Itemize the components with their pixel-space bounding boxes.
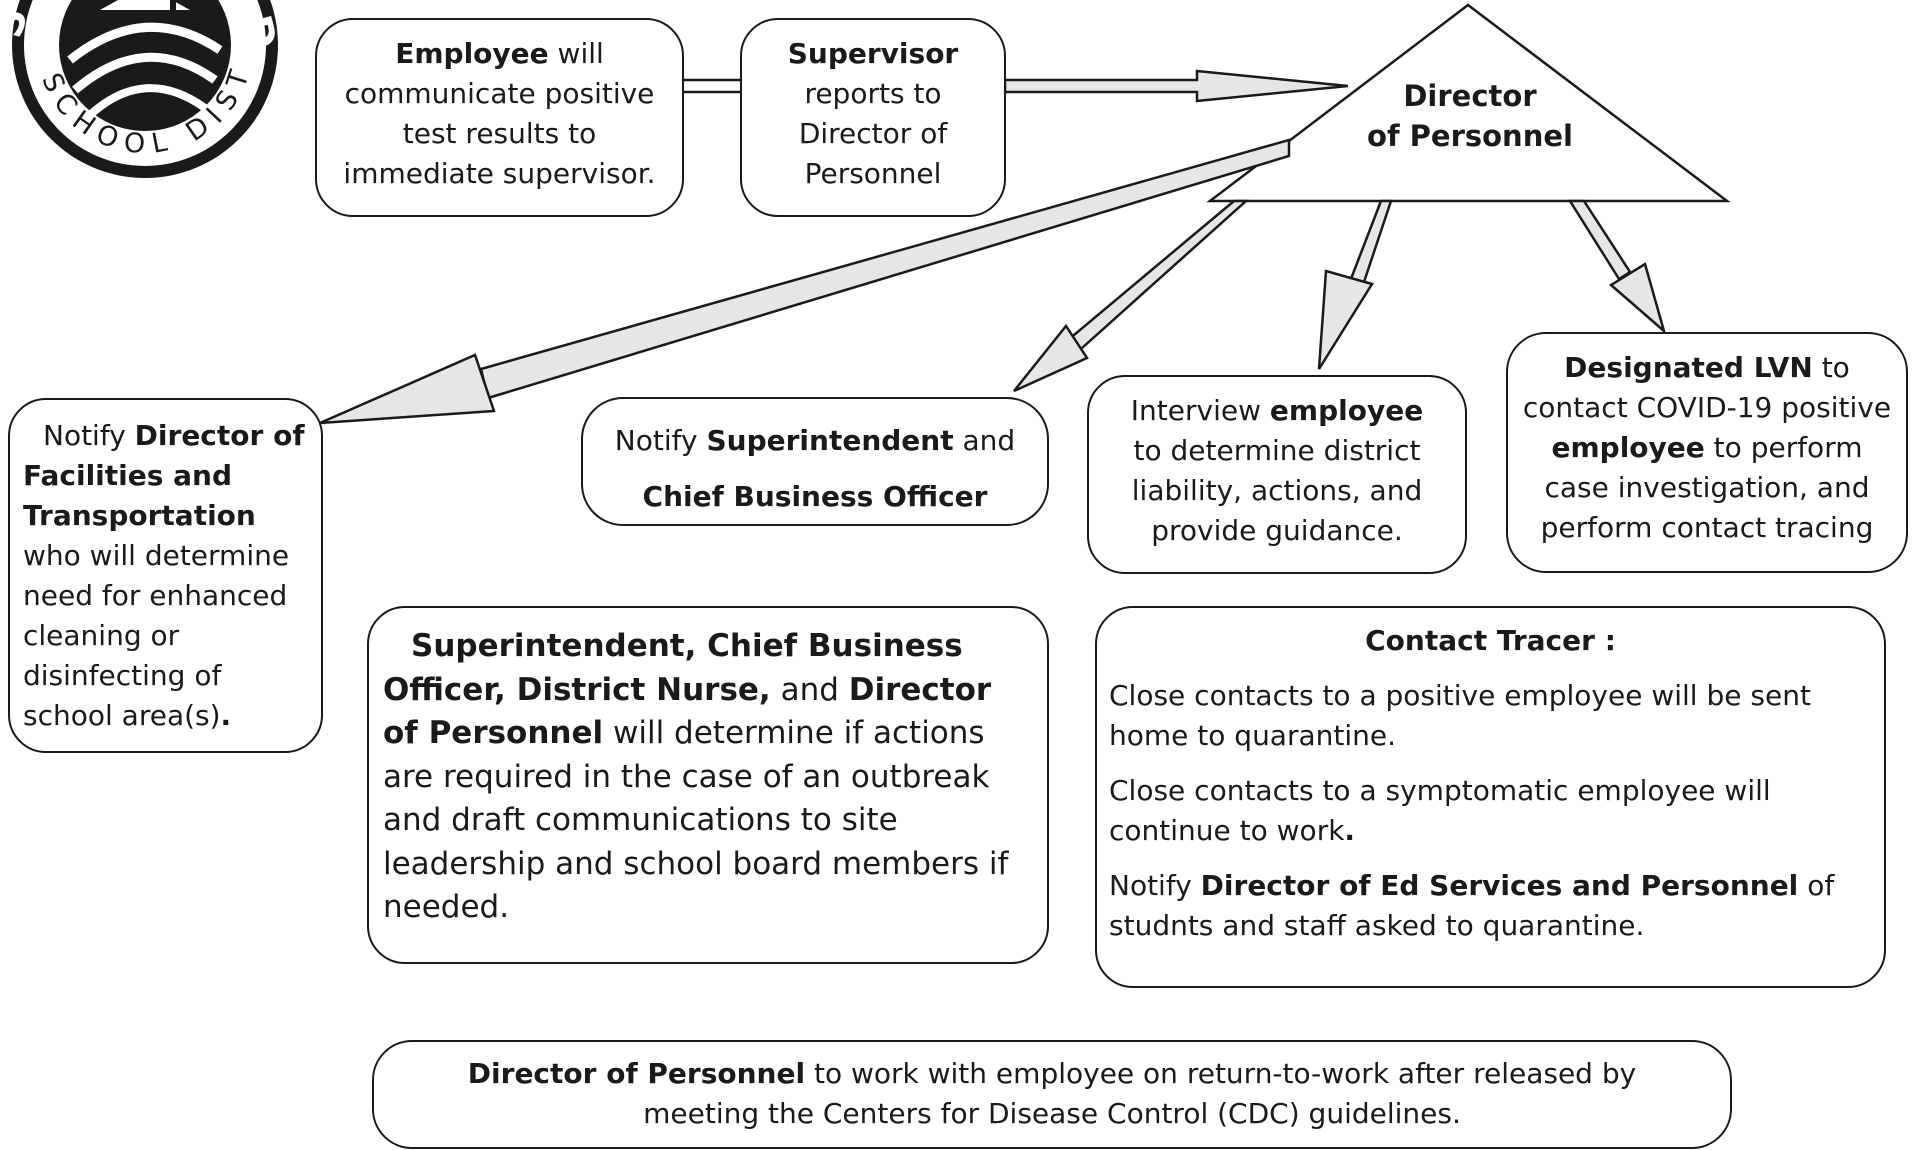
- supervisor-box: Supervisor reports to Director of Person…: [740, 18, 1006, 217]
- superintendent-notify-mid: and: [953, 424, 1016, 457]
- facilities-label: Director of Facilities and Transportatio…: [23, 419, 305, 532]
- leadership-box: Superintendent, Chief Business Officer, …: [367, 606, 1049, 964]
- leadership-label: Superintendent, Chief Business Officer, …: [383, 628, 963, 708]
- director-to-interview-arrow: [1347, 199, 1393, 290]
- employee-label: Employee: [395, 37, 549, 70]
- leadership-mid: and: [770, 671, 849, 708]
- lvn-employee-label: employee: [1551, 431, 1705, 464]
- director-to-lvn-arrowhead: [1608, 262, 1667, 335]
- facilities-box: Notify Director of Facilities and Transp…: [8, 398, 323, 753]
- director-to-interview-arrowhead: [1317, 269, 1374, 370]
- employee-text: will communicate positive test results t…: [343, 37, 656, 190]
- school-district-logo: S D SCHOOL DISTRICT: [0, 0, 290, 184]
- director-label-line1: Director: [1403, 79, 1537, 113]
- superintendent-notify-box: Notify Superintendent and Chief Business…: [581, 397, 1049, 526]
- return-to-work-label: Director of Personnel: [467, 1057, 806, 1090]
- return-to-work-text: to work with employee on return-to-work …: [643, 1057, 1637, 1130]
- director-to-facilities-arrowhead: [319, 353, 496, 425]
- employee-box: Employee will communicate positive test …: [315, 18, 684, 217]
- facilities-pre: Notify: [43, 419, 135, 452]
- chief-business-officer-label: Chief Business Officer: [642, 480, 988, 513]
- contact-tracer-box: Contact Tracer : Close contacts to a pos…: [1095, 606, 1886, 988]
- leadership-text: will determine if actions are required i…: [383, 715, 1009, 925]
- lvn-box: Designated LVN to contact COVID-19 posit…: [1506, 332, 1908, 573]
- supervisor-text: reports to Director of Personnel: [798, 77, 948, 190]
- contact-tracer-para2: Close contacts to a symptomatic employee…: [1109, 774, 1771, 847]
- employee-to-supervisor-connector: [683, 78, 740, 94]
- interview-employee-label: employee: [1269, 394, 1424, 427]
- interview-text: to determine district liability, actions…: [1131, 434, 1423, 547]
- contact-tracer-para3-pre: Notify: [1109, 869, 1201, 902]
- facilities-end: .: [220, 699, 232, 732]
- leadership-director-label: Director of Personnel: [383, 671, 992, 752]
- director-to-superintendent-arrow: [1060, 199, 1250, 359]
- supervisor-label: Supervisor: [787, 37, 959, 70]
- superintendent-notify-pre: Notify: [614, 424, 707, 457]
- lvn-text2: to perform case investigation, and perfo…: [1540, 431, 1874, 544]
- interview-box: Interview employee to determine district…: [1087, 375, 1467, 574]
- facilities-text: who will determine need for enhanced cle…: [23, 539, 290, 732]
- contact-tracer-para3-text: of studnts and staff asked to quarantine…: [1109, 869, 1835, 942]
- return-to-work-box: Director of Personnel to work with emplo…: [372, 1040, 1732, 1149]
- lvn-label: Designated LVN: [1564, 351, 1813, 384]
- supervisor-to-director-arrow: [1003, 69, 1349, 103]
- contact-tracer-para3-label: Director of Ed Services and Personnel: [1200, 869, 1799, 902]
- director-label-line2: of Personnel: [1367, 119, 1573, 153]
- interview-pre: Interview: [1130, 394, 1270, 427]
- director-of-personnel-label: Director of Personnel: [1330, 76, 1610, 156]
- superintendent-notify-label: Superintendent: [706, 424, 954, 457]
- lvn-text1: to contact COVID-19 positive: [1522, 351, 1892, 424]
- contact-tracer-para2-end: .: [1344, 814, 1356, 847]
- contact-tracer-para1: Close contacts to a positive employee wi…: [1109, 679, 1811, 752]
- director-to-superintendent-arrowhead: [1013, 323, 1089, 393]
- director-to-lvn-arrow: [1567, 199, 1632, 281]
- contact-tracer-title: Contact Tracer :: [1365, 624, 1616, 657]
